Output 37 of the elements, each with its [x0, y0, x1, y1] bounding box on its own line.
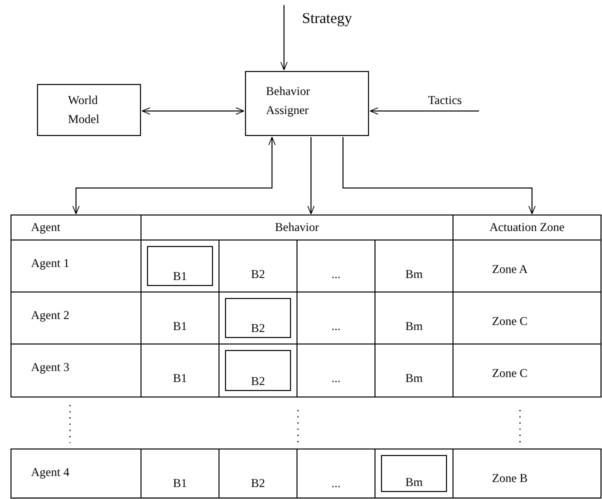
behavior-name: B1	[172, 476, 188, 490]
edge-label: Tactics	[428, 93, 462, 108]
behavior-name: Bm	[404, 267, 424, 281]
selected-behavior-box: B2	[225, 350, 291, 391]
zone-name: Zone A	[492, 262, 528, 276]
edge-label: Strategy	[302, 10, 352, 28]
zone-name: Zone B	[492, 471, 528, 485]
process-box: Behavior Assigner	[245, 71, 369, 136]
ellipsis: ...	[330, 476, 342, 490]
behavior-name: B1	[172, 319, 188, 333]
selected-behavior-box: B1	[147, 246, 213, 286]
behavior-name: Bm	[404, 319, 424, 333]
zone-name: Zone C	[492, 366, 528, 380]
behavior-name: Bm	[404, 371, 424, 385]
process-box: World Model	[37, 84, 141, 136]
selected-behavior-box: Bm	[381, 455, 447, 492]
arrow	[370, 107, 480, 115]
behavior-name: B2	[250, 267, 266, 281]
arrow	[142, 107, 244, 115]
table-header-cell: Agent	[11, 215, 141, 240]
agent-name: Agent 3	[31, 360, 70, 374]
arrow	[342, 136, 536, 214]
ellipsis: ...	[330, 371, 342, 385]
arrow	[280, 4, 288, 70]
ellipsis: ...	[330, 267, 342, 281]
behavior-name: B2	[250, 476, 266, 490]
arrow	[72, 136, 276, 214]
selected-behavior-box: B2	[225, 298, 291, 338]
behavior-name: B1	[172, 371, 188, 385]
agent-name: Agent 2	[31, 308, 70, 322]
agent-name: Agent 1	[31, 256, 70, 270]
agent-name: Agent 4	[31, 465, 70, 479]
table-header-cell: Actuation Zone	[453, 215, 601, 240]
arrow	[307, 136, 315, 214]
zone-name: Zone C	[492, 314, 528, 328]
ellipsis: ...	[330, 319, 342, 333]
table-header-cell: Behavior	[141, 215, 453, 240]
